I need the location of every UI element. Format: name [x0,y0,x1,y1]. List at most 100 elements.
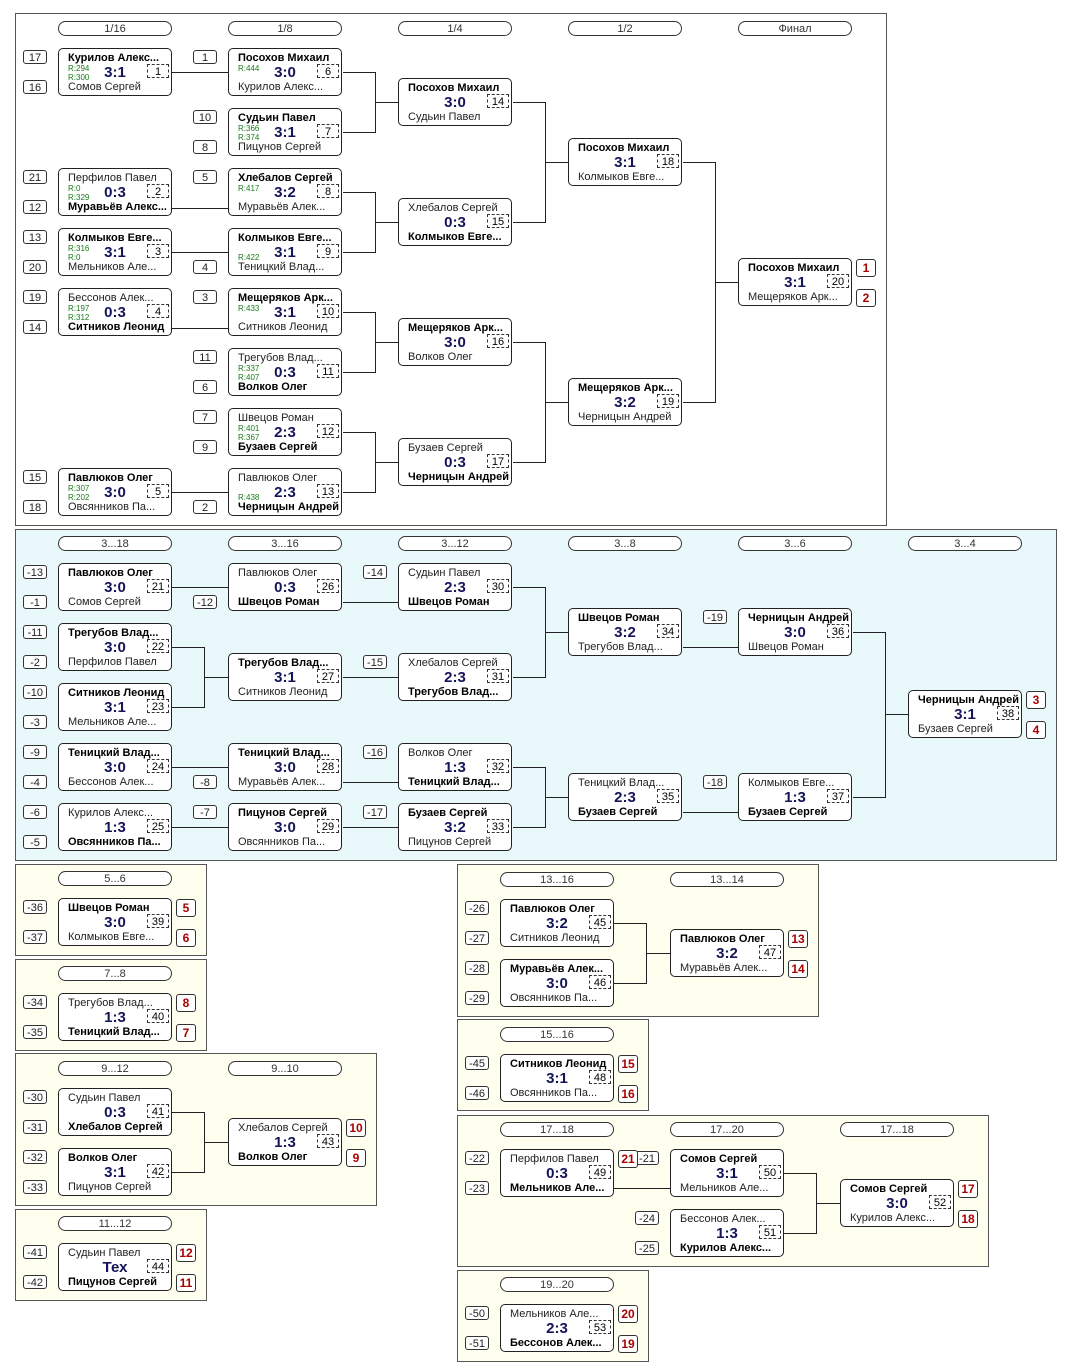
bracket-connector-line [343,312,376,313]
player-bottom: Сомов Сергей [68,596,141,608]
seed-bottom: 16 [23,80,47,94]
player-bottom: Пицунов Сергей [68,1181,152,1193]
player-top: Хлебалов Сергей [238,1122,328,1134]
player-top: Волков Олег [68,1152,138,1164]
seed-top: 11 [193,350,217,364]
match-score: 0:3 [104,304,126,321]
bracket-connector-line [816,1203,840,1204]
match-score: 1:3 [104,1009,126,1026]
place-badge-top: 21 [618,1150,638,1168]
player-top: Волков Олег [408,747,473,759]
bracket-connector-line [172,647,205,648]
seed-top: 3 [193,290,217,304]
player-bottom: Черницын Андрей [578,411,672,423]
bracket-connector-line [172,492,228,493]
bracket-connector-line [683,812,738,813]
match-score: 3:0 [104,579,126,596]
player-bottom: Муравьёв Алек... [238,201,326,213]
player-top: Перфилов Павел [510,1153,599,1165]
bracket-connector-line [343,132,376,133]
match-number: 9 [317,244,339,258]
bracket-connector-line [343,432,376,433]
player-top: Павлюков Олег [238,567,318,579]
bracket-connector-line [545,402,568,403]
round-label: 9...12 [58,1061,172,1076]
match-number: 22 [147,639,169,653]
bracket-connector-line [204,1142,228,1143]
bracket-connector-line [683,402,716,403]
match-number: 23 [147,699,169,713]
bracket-connector-line [343,827,398,828]
seed-bottom: -12 [193,595,217,609]
place-badge-top: 1 [856,259,876,277]
player-top: Посохов Михаил [748,262,840,274]
seed-top: -10 [23,685,47,699]
seed-top: -15 [363,655,387,669]
bracket-connector-line [513,827,546,828]
place-badge-bottom: 6 [176,929,196,947]
player-top: Колмыков Евге... [748,777,835,789]
match-score: 3:0 [274,819,296,836]
player-bottom: Бузаев Сергей [918,723,993,735]
seed-top: -7 [193,805,217,819]
match-number: 40 [147,1009,169,1023]
seed-bottom: -37 [23,930,47,944]
place-badge-bottom: 2 [856,289,876,307]
bracket-connector-line [513,767,546,768]
match-number: 53 [589,1320,611,1334]
